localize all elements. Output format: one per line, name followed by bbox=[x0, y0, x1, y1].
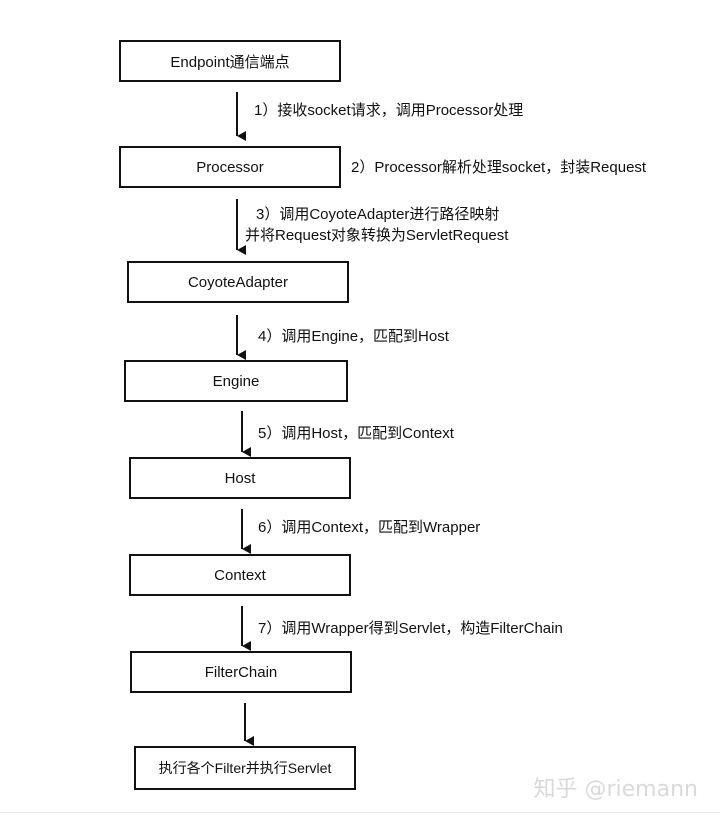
step-3-line-1: 3）调用CoyoteAdapter进行路径映射 bbox=[256, 206, 500, 223]
filter-chain-box: FilterChain bbox=[130, 651, 352, 693]
context-box: Context bbox=[129, 554, 351, 596]
endpoint-box: Endpoint通信端点 bbox=[119, 40, 341, 82]
watermark: 知乎 @riemann bbox=[533, 777, 699, 802]
engine-box: Engine bbox=[124, 360, 348, 402]
engine-label: Engine bbox=[212, 372, 260, 390]
host-box: Host bbox=[129, 457, 351, 499]
coyote-adapter-label: CoyoteAdapter bbox=[187, 273, 289, 291]
execute-label: 执行各个Filter并执行Servlet bbox=[158, 760, 332, 776]
step-7-note: 7）调用Wrapper得到Servlet，构造FilterChain bbox=[258, 618, 563, 640]
step-4-line: 4）调用Engine，匹配到Host bbox=[258, 328, 449, 345]
step-5-note: 5）调用Host，匹配到Context bbox=[258, 423, 454, 445]
bottom-divider bbox=[0, 812, 720, 813]
filter-chain-label: FilterChain bbox=[204, 663, 278, 681]
step-5-line: 5）调用Host，匹配到Context bbox=[258, 425, 454, 442]
endpoint-label: Endpoint通信端点 bbox=[170, 53, 290, 71]
step-2-note: 2）Processor解析处理socket，封装Request bbox=[351, 157, 646, 179]
step-7-line: 7）调用Wrapper得到Servlet，构造FilterChain bbox=[258, 620, 563, 637]
step-1-line: 1）接收socket请求，调用Processor处理 bbox=[254, 102, 524, 119]
step-6-line: 6）调用Context，匹配到Wrapper bbox=[258, 519, 481, 536]
execute-box: 执行各个Filter并执行Servlet bbox=[134, 746, 356, 790]
host-label: Host bbox=[224, 469, 256, 487]
step-6-note: 6）调用Context，匹配到Wrapper bbox=[258, 517, 480, 539]
context-label: Context bbox=[214, 566, 266, 584]
step-2-line: 2）Processor解析处理socket，封装Request bbox=[351, 159, 647, 176]
step-3-note-continued: 并将Request对象转换为ServletRequest bbox=[245, 225, 508, 247]
processor-label: Processor bbox=[196, 158, 264, 176]
processor-box: Processor bbox=[119, 146, 341, 188]
step-3-note: 3）调用CoyoteAdapter进行路径映射 bbox=[256, 204, 499, 226]
coyote-adapter-box: CoyoteAdapter bbox=[127, 261, 349, 303]
step-4-note: 4）调用Engine，匹配到Host bbox=[258, 326, 449, 348]
step-1-note: 1）接收socket请求，调用Processor处理 bbox=[254, 100, 523, 122]
step-3-line-2: 并将Request对象转换为ServletRequest bbox=[245, 227, 509, 244]
